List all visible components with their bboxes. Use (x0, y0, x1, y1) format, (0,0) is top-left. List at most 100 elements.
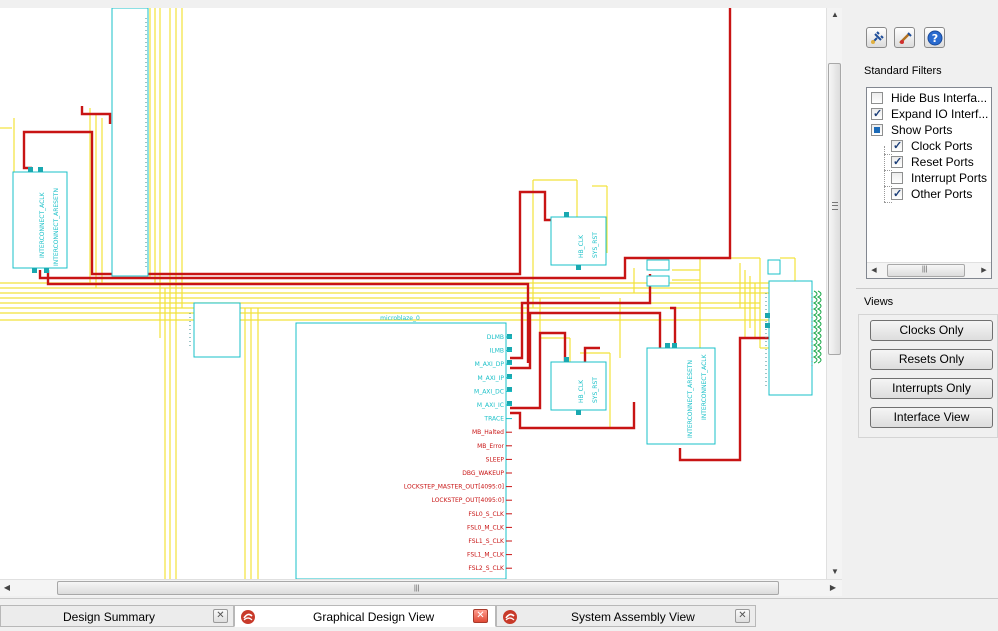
filter-label: Show Ports (891, 123, 953, 137)
tree-lines (884, 146, 885, 202)
vlabel-interconnect-aclk: INTERCONNECT_ACLK (39, 191, 46, 258)
interrupts-only-button[interactable]: Interrupts Only (870, 378, 993, 399)
checkbox[interactable] (891, 154, 903, 170)
scroll-up-arrow-icon[interactable]: ▲ (831, 10, 839, 19)
block-title-text: microblaze_0 (380, 315, 420, 322)
checkbox[interactable] (891, 138, 903, 154)
scroll-left-arrow-icon[interactable]: ◀ (3, 583, 11, 592)
design-view-icon (241, 610, 255, 624)
vlabel-sys-rst-1: SYS_RST (592, 232, 599, 258)
vlabel-interconnect-aresetn-2: INTERCONNECT_ARESETN (687, 360, 694, 438)
port-label: LOCKSTEP_MASTER_OUT[4095:0] (404, 484, 504, 491)
horizontal-scrollbar[interactable]: ◀ ||| ▶ (0, 579, 842, 596)
port-label: TRACE (483, 416, 504, 423)
port-label: ILMB (490, 348, 504, 355)
tab-system-assembly-view[interactable]: System Assembly View ✕ (496, 605, 756, 627)
microblaze-ports: DLMB ILMB M_AXI_DP M_AXI_IP M_AXI_DC M_AXI_IC… (404, 334, 512, 572)
block-tiny-2[interactable] (646, 275, 670, 287)
standard-filters-title: Standard Filters (864, 65, 942, 77)
vlabel-hb-clk-1: HB_CLK (578, 234, 585, 258)
help-icon: ? (927, 30, 943, 46)
block-lmb[interactable] (111, 8, 149, 277)
red-wires (22, 8, 770, 462)
close-icon[interactable]: ✕ (213, 609, 228, 623)
svg-text:?: ? (932, 32, 938, 45)
close-icon[interactable]: ✕ (735, 609, 750, 623)
block-tiny-3[interactable] (767, 259, 781, 275)
views-title: Views (864, 296, 894, 308)
coil-connectors (812, 290, 822, 364)
port-label: DBG_WAKEUP (462, 470, 504, 477)
checkbox[interactable] (871, 106, 883, 122)
block-axi-interconnect[interactable] (12, 171, 68, 269)
filter-label: Expand IO Interf... (891, 107, 989, 121)
port-label: M_AXI_DP (475, 361, 505, 368)
port-label: FSL0_M_CLK (467, 524, 505, 531)
filter-label: Reset Ports (911, 155, 974, 169)
block-diagram[interactable]: microblaze_0 DLMB ILMB M_AXI_DP M_AXI_IP M_A… (0, 8, 826, 579)
brush-icon (899, 32, 912, 44)
ip-blocks[interactable] (12, 8, 813, 579)
port-label: SLEEP (486, 456, 505, 463)
filter-label: Other Ports (911, 187, 973, 201)
pin-ticks (145, 18, 813, 388)
vlabel-hb-clk-2: HB_CLK (578, 379, 585, 403)
scroll-right-arrow-icon[interactable]: ▶ (829, 583, 837, 592)
filter-label: Clock Ports (911, 139, 973, 153)
checkbox[interactable] (891, 186, 903, 202)
port-label: DLMB (487, 334, 504, 341)
filter-label: Hide Bus Interfa... (891, 91, 988, 105)
clocks-only-button[interactable]: Clocks Only (870, 320, 993, 341)
block-microblaze[interactable] (295, 322, 507, 579)
diagram-canvas[interactable]: microblaze_0 DLMB ILMB M_AXI_DP M_AXI_IP M_A… (0, 8, 826, 579)
views-group: Clocks Only Resets Only Interrupts Only … (858, 314, 998, 438)
block-reset-1[interactable] (550, 216, 607, 266)
resets-only-button[interactable]: Resets Only (870, 349, 993, 370)
filter-scroll-left-icon[interactable]: ◀ (871, 267, 877, 274)
port-label: M_AXI_IP (477, 375, 504, 382)
port-label: FSL1_M_CLK (467, 552, 505, 559)
close-icon[interactable]: ✕ (473, 609, 488, 623)
vlabel-interconnect-aresetn: INTERCONNECT_ARESETN (53, 188, 60, 266)
plug-icon (871, 31, 884, 44)
help-tool-button[interactable]: ? (924, 27, 945, 48)
filter-panel: ? Standard Filters Hide Bus Interfa... E… (856, 8, 998, 598)
block-interconnect-2[interactable] (646, 347, 716, 445)
panel-separator (856, 288, 998, 289)
edit-tool-button[interactable] (894, 27, 915, 48)
tab-design-summary[interactable]: Design Summary ✕ (0, 605, 234, 627)
tab-graphical-design-view[interactable]: Graphical Design View ✕ (234, 605, 496, 627)
connect-tool-button[interactable] (866, 27, 887, 48)
port-label: MB_Error (477, 443, 504, 450)
vlabel-sys-rst-2: SYS_RST (592, 377, 599, 403)
checkbox[interactable] (871, 92, 883, 104)
port-label: FSL0_S_CLK (468, 511, 505, 518)
block-small[interactable] (193, 302, 241, 358)
filter-tree[interactable]: Hide Bus Interfa... Expand IO Interf... … (866, 87, 992, 279)
vertical-scroll-thumb[interactable] (828, 63, 841, 355)
vertical-port-labels: INTERCONNECT_ACLK INTERCONNECT_ARESETN H… (39, 188, 708, 438)
yellow-wires (0, 8, 796, 579)
port-label: MB_Halted (472, 429, 504, 436)
block-right[interactable] (768, 280, 813, 396)
vertical-scrollbar[interactable]: ▲ ▼ (826, 8, 842, 579)
port-label: M_AXI_IC (477, 402, 504, 409)
vlabel-interconnect-aclk-2: INTERCONNECT_ACLK (701, 353, 708, 420)
checkbox[interactable] (891, 172, 903, 184)
filter-label: Interrupt Ports (911, 171, 988, 185)
checkbox[interactable] (871, 124, 883, 136)
port-label: M_AXI_DC (474, 388, 504, 395)
filter-scroll-thumb[interactable]: ||| (887, 264, 965, 277)
tab-label: System Assembly View (571, 610, 695, 624)
filter-horizontal-scrollbar[interactable]: ◀ ||| ▶ (867, 262, 991, 278)
interface-view-button[interactable]: Interface View (870, 407, 993, 428)
port-label: LOCKSTEP_OUT[4095:0] (432, 497, 504, 504)
block-tiny-1[interactable] (646, 259, 670, 271)
top-strip (0, 0, 998, 8)
scroll-down-arrow-icon[interactable]: ▼ (831, 567, 839, 576)
filter-scroll-right-icon[interactable]: ▶ (981, 267, 987, 274)
document-tab-bar: Design Summary ✕ Graphical Design View ✕… (0, 598, 998, 631)
horizontal-scroll-thumb[interactable]: ||| (57, 581, 779, 595)
tab-label: Graphical Design View (313, 610, 435, 624)
